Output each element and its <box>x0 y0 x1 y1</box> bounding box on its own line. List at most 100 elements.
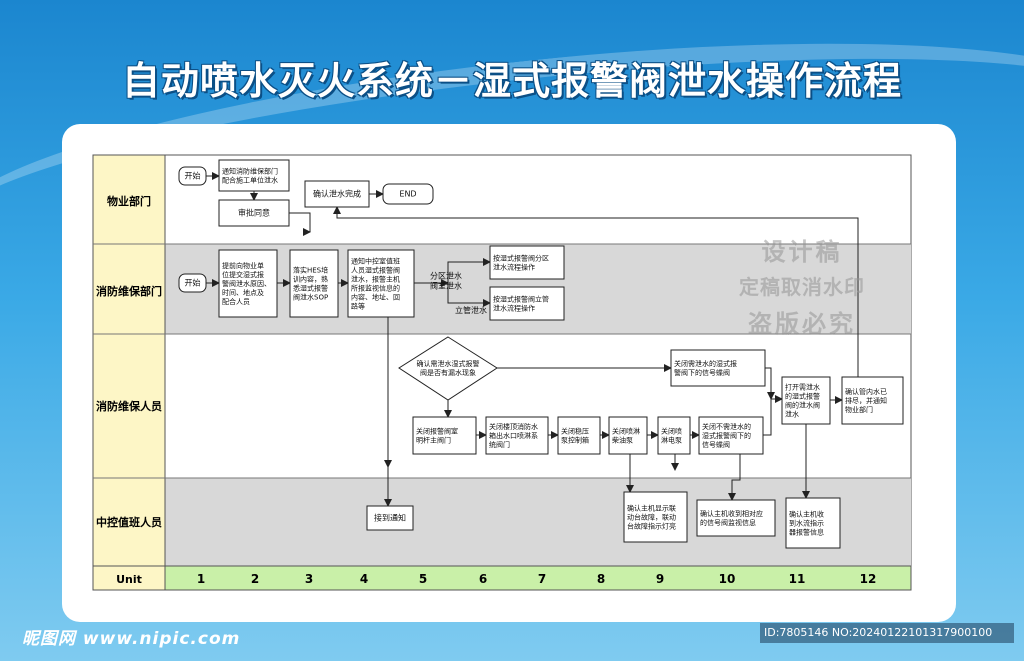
label-zone-drain-text: 阀室泄水 <box>430 281 462 291</box>
start-node-2 <box>178 273 207 293</box>
node-receive-text: 接到通知 <box>374 513 406 523</box>
node-close-roof <box>485 416 549 455</box>
node-submit-text: 配合人员 <box>222 297 250 306</box>
node-confirm-flow-text: 器报警信息 <box>789 527 824 536</box>
unit-row <box>164 565 912 591</box>
flow-arrow <box>763 395 783 436</box>
node-notify-ctrl-text: 通知中控室值班 <box>351 256 400 265</box>
node-submit-text: 位提交湿式报 <box>222 270 264 279</box>
node-close-main <box>412 416 477 455</box>
node-close-signal-valve-text: 警阀下的信号蝶阀 <box>674 368 730 377</box>
node-open-drain-text: 打开需泄水 <box>785 382 820 391</box>
node-notify-dept-text: 通知消防维保部门 <box>222 166 278 175</box>
node-hes-text: 训内容，熟 <box>293 274 328 283</box>
node-close-main-text: 明杆主阀门 <box>416 435 451 444</box>
node-notify-ctrl-text: 所报监视信息的 <box>351 283 400 292</box>
end-node <box>382 183 434 205</box>
node-close-other <box>698 416 764 455</box>
node-notify-dept <box>218 159 290 192</box>
node-notify-dept-text: 配合施工单位泄水 <box>222 175 278 184</box>
unit-number: 12 <box>860 572 877 586</box>
node-decision <box>398 336 498 401</box>
node-approve-text: 审批同意 <box>238 208 270 218</box>
node-confirm-pipe-text: 排尽，并通知 <box>845 396 887 405</box>
node-zone-proc <box>489 245 565 280</box>
node-confirm-signal <box>696 499 776 537</box>
node-open-drain-text: 泄水 <box>785 409 799 418</box>
start-node-2-text: 开始 <box>185 278 201 288</box>
node-notify-ctrl-text: 人员湿式报警阀 <box>351 265 400 274</box>
node-confirm-flow-text: 确认主机收 <box>789 509 824 518</box>
end-node-text: END <box>399 190 416 199</box>
node-hes-text: 落实HES培 <box>293 265 328 274</box>
lane-header-column <box>92 154 166 567</box>
node-confirm-host <box>623 491 688 543</box>
node-open-drain-text: 的湿式报警 <box>785 391 820 400</box>
node-close-elec-text: 关闭喷 <box>661 426 682 435</box>
unit-number: 11 <box>789 572 806 586</box>
node-confirm-done-text: 确认泄水完成 <box>313 189 361 199</box>
node-decision-text: 阀是否有漏水现象 <box>420 368 476 377</box>
unit-number: 10 <box>719 572 736 586</box>
node-decision-text: 确认需泄水湿式报警 <box>417 359 480 368</box>
node-riser-proc-text: 泄水流程操作 <box>493 303 535 312</box>
node-open-drain <box>781 376 831 425</box>
footer-site: 昵图网 www.nipic.com <box>22 629 241 649</box>
unit-number: 5 <box>419 572 427 586</box>
footer-id: ID:7805146 NO:20240122101317900100 <box>760 623 1014 643</box>
unit-number: 6 <box>479 572 487 586</box>
node-hes-text: 阀泄水SOP <box>293 292 328 301</box>
node-close-elec-text: 淋电泵 <box>661 435 682 444</box>
node-open-drain-text: 阀的泄水阀 <box>785 400 820 409</box>
node-confirm-host-text: 台故障指示灯亮 <box>627 521 676 530</box>
node-close-roof-text: 箱出水口喷淋系 <box>489 431 538 440</box>
label-riser-drain: 立管泄水 <box>455 305 487 315</box>
lane-label-property: 物业部门 <box>107 194 151 208</box>
node-zone-proc-text: 按湿式报警阀分区 <box>493 253 549 262</box>
node-confirm-host-text: 确认主机显示联 <box>627 503 676 512</box>
lane-label-control: 中控值班人员 <box>96 515 162 529</box>
unit-number: 2 <box>251 572 259 586</box>
node-confirm-flow <box>785 497 841 549</box>
node-close-pressure-text: 泵控制箱 <box>561 435 589 444</box>
flow-arrow <box>728 454 741 501</box>
unit-number: 3 <box>305 572 313 586</box>
node-approve <box>218 199 290 227</box>
node-close-signal-valve-text: 关闭需泄水的湿式报 <box>674 359 737 368</box>
node-close-main-text: 关闭报警阀室 <box>416 426 458 435</box>
flow-arrow <box>333 206 859 377</box>
flow-arrow <box>289 212 314 233</box>
node-close-signal-valve <box>670 349 766 387</box>
start-node-text: 开始 <box>185 171 201 181</box>
unit-number: 4 <box>360 572 368 586</box>
node-confirm-host-text: 动台故障，联动 <box>627 512 676 521</box>
node-receive <box>366 505 414 531</box>
node-zone-proc-text: 泄水流程操作 <box>493 262 535 271</box>
node-notify-ctrl-text: 泄水，报警主机 <box>351 274 400 283</box>
node-hes-text: 悉湿式报警 <box>293 283 328 292</box>
node-confirm-flow-text: 到水流指示 <box>789 518 824 527</box>
node-submit-text: 时间、地点及 <box>222 288 264 297</box>
node-close-pressure <box>557 416 601 455</box>
unit-label: Unit <box>116 573 142 586</box>
node-close-other-text: 湿式报警阀下的 <box>702 431 751 440</box>
node-close-elec <box>657 416 691 455</box>
unit-number: 1 <box>197 572 205 586</box>
node-submit-text: 警阀泄水原因、 <box>222 279 271 288</box>
node-close-pressure-text: 关闭稳压 <box>561 426 589 435</box>
start-node <box>178 166 207 186</box>
node-close-other-text: 关闭不需泄水的 <box>702 422 751 431</box>
lane-label-maint-dept: 消防维保部门 <box>96 284 162 298</box>
node-hes <box>289 249 339 318</box>
label-zone-drain-text: 分区泄水 <box>430 271 462 281</box>
flow-edges <box>206 172 859 507</box>
node-close-jockey-text: 柴油泵 <box>612 435 633 444</box>
node-close-roof-text: 关闭楼顶消防水 <box>489 422 538 431</box>
node-confirm-pipe-text: 物业部门 <box>845 405 873 414</box>
unit-number: 7 <box>538 572 546 586</box>
node-confirm-signal-text: 确认主机收到相对应 <box>700 509 763 518</box>
node-close-jockey <box>608 416 648 455</box>
